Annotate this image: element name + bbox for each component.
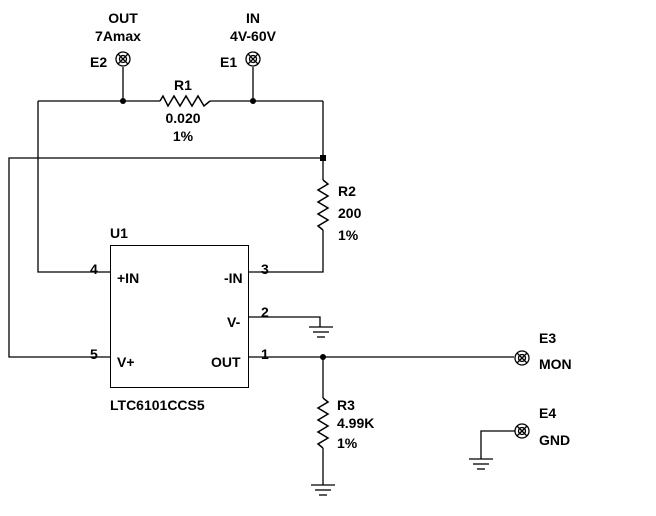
pin-2-name: V- bbox=[227, 314, 241, 330]
terminal-e3-icon bbox=[514, 350, 530, 366]
pin-4-number: 4 bbox=[90, 261, 98, 277]
resistor-r2-symbol bbox=[316, 179, 330, 231]
wire-pin4 bbox=[37, 101, 110, 273]
pin-1-number: 1 bbox=[261, 346, 269, 362]
pin-3-number: 3 bbox=[261, 261, 269, 277]
ground-symbol-pin2 bbox=[309, 326, 333, 338]
terminal-e2-icon bbox=[115, 51, 131, 67]
wire-pin2-gnd bbox=[249, 316, 321, 327]
pin-3-name: -IN bbox=[224, 270, 243, 286]
terminal-e4-icon bbox=[514, 423, 530, 439]
resistor-r1-symbol bbox=[159, 94, 211, 108]
ic-u1-body bbox=[110, 245, 249, 388]
resistor-r1-tolerance: 1% bbox=[172, 128, 194, 144]
junction-out bbox=[320, 354, 326, 360]
wire-r2-to-pin3 bbox=[249, 230, 324, 273]
junction-e1 bbox=[250, 98, 256, 104]
terminal-e4-name: GND bbox=[539, 432, 571, 448]
resistor-r3-ref: R3 bbox=[337, 397, 355, 413]
ground-symbol-r3 bbox=[311, 484, 335, 496]
terminal-e3-ref: E3 bbox=[539, 330, 557, 346]
resistor-r1-value: 0.020 bbox=[165, 110, 201, 126]
terminal-e3-name: MON bbox=[539, 356, 572, 372]
ic-part-number: LTC6101CCS5 bbox=[110, 397, 205, 413]
pin-2-number: 2 bbox=[261, 304, 269, 320]
pin-4-name: +IN bbox=[117, 270, 140, 286]
resistor-r3-symbol bbox=[316, 397, 330, 449]
terminal-e1-name: IN bbox=[246, 10, 260, 26]
ground-symbol-e4 bbox=[469, 458, 493, 470]
terminal-e1-ref: E1 bbox=[220, 54, 238, 70]
pin-1-name: OUT bbox=[211, 354, 241, 370]
terminal-e4-ref: E4 bbox=[539, 405, 557, 421]
resistor-r3-value: 4.99K bbox=[337, 415, 375, 431]
resistor-r2-tolerance: 1% bbox=[338, 227, 359, 243]
junction-vplus bbox=[320, 155, 326, 161]
terminal-e2-ref: E2 bbox=[90, 54, 108, 70]
resistor-r1-ref: R1 bbox=[174, 77, 192, 93]
terminal-e2-spec: 7Amax bbox=[95, 28, 141, 44]
wire-e4-gnd bbox=[480, 430, 515, 459]
terminal-e1-icon bbox=[245, 51, 261, 67]
junction-e2 bbox=[120, 98, 126, 104]
resistor-r3-tolerance: 1% bbox=[337, 435, 358, 451]
resistor-r2-value: 200 bbox=[338, 205, 362, 221]
terminal-e2-name: OUT bbox=[108, 10, 138, 26]
pin-5-name: V+ bbox=[117, 354, 135, 370]
resistor-r2-ref: R2 bbox=[338, 183, 356, 199]
ic-ref: U1 bbox=[110, 225, 128, 241]
wire-vplus bbox=[8, 157, 323, 358]
pin-5-number: 5 bbox=[90, 346, 98, 362]
terminal-e1-spec: 4V-60V bbox=[230, 28, 276, 44]
